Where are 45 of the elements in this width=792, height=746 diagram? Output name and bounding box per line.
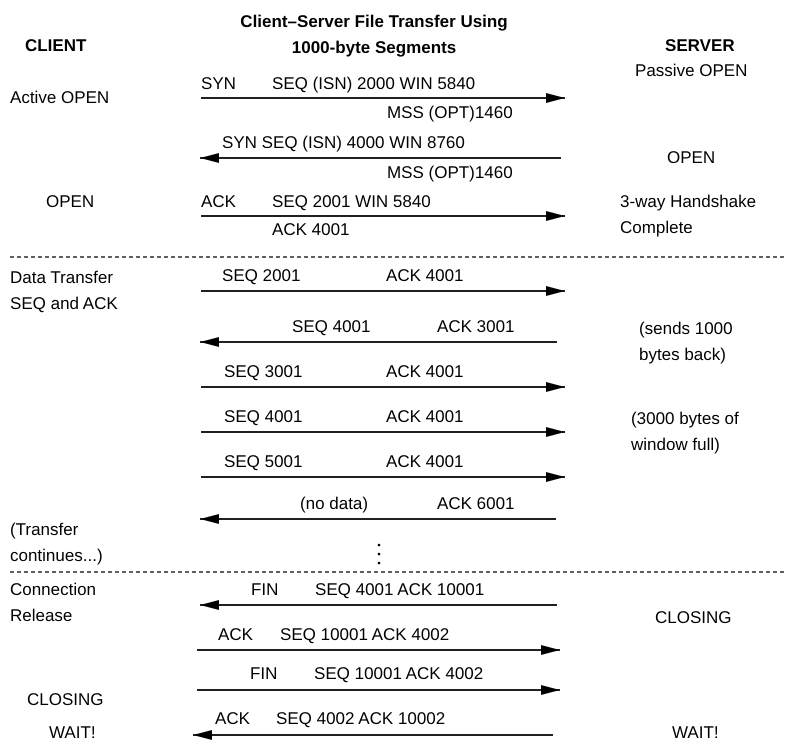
state-label: CLOSING — [655, 607, 732, 629]
state-label: CLOSING — [27, 689, 104, 711]
flag-label: ACK — [218, 624, 253, 646]
flag-label: ACK — [215, 708, 250, 730]
flag-label: ACK — [201, 191, 236, 213]
note-text: (sends 1000 bytes back) — [639, 318, 734, 366]
segment-label: ACK 4001 — [386, 451, 464, 473]
phase-label: Data Transfer SEQ and ACK — [10, 267, 119, 315]
segment-label: SEQ 3001 — [224, 361, 302, 383]
diagram-title: Client–Server File Transfer Using 1000-byte Segments — [239, 11, 509, 59]
segment-label: SEQ 2001 WIN 5840 — [272, 191, 431, 213]
flag-label: FIN — [250, 663, 278, 685]
segment-label: SEQ 10001 ACK 4002 — [280, 624, 450, 646]
column-heading: SERVER — [665, 35, 735, 57]
segment-label: SYN SEQ (ISN) 4000 WIN 8760 — [222, 132, 465, 154]
note-text: (3000 bytes of window full) — [631, 408, 740, 456]
flag-label: SYN — [201, 73, 236, 95]
state-label: WAIT! — [49, 722, 96, 744]
segment-label: SEQ 4001 ACK 10001 — [315, 579, 484, 601]
segment-label: ACK 4001 — [272, 219, 350, 241]
segment-label: SEQ 4001 — [224, 406, 302, 428]
segment-label: SEQ 4001 — [292, 316, 370, 338]
segment-label: ACK 4001 — [386, 265, 464, 287]
segment-label: SEQ 5001 — [224, 451, 302, 473]
segment-label: ACK 4001 — [386, 361, 464, 383]
phase-label: Connection Release — [10, 579, 98, 627]
segment-label: ACK 3001 — [437, 316, 514, 338]
flag-label: FIN — [251, 579, 278, 601]
option-label: MSS (OPT)1460 — [387, 162, 513, 184]
state-label: Active OPEN — [10, 87, 110, 109]
state-label: WAIT! — [672, 722, 719, 744]
option-label: MSS (OPT)1460 — [387, 102, 513, 124]
segment-label: (no data) — [300, 493, 368, 515]
note-text: (Transfer continues...) — [10, 519, 104, 567]
state-label: OPEN — [46, 191, 94, 213]
segment-label: SEQ 2001 — [222, 265, 300, 287]
state-label: Passive OPEN — [635, 60, 748, 82]
segment-label: ACK 4001 — [386, 406, 464, 428]
segment-label: ACK 6001 — [437, 493, 514, 515]
segment-label: SEQ 10001 ACK 4002 — [314, 663, 484, 685]
segment-label: SEQ 4002 ACK 10002 — [276, 708, 446, 730]
column-heading: CLIENT — [25, 35, 86, 57]
state-label: 3-way Handshake Complete — [620, 191, 758, 239]
segment-label: SEQ (ISN) 2000 WIN 5840 — [272, 73, 476, 95]
state-label: OPEN — [667, 147, 716, 169]
